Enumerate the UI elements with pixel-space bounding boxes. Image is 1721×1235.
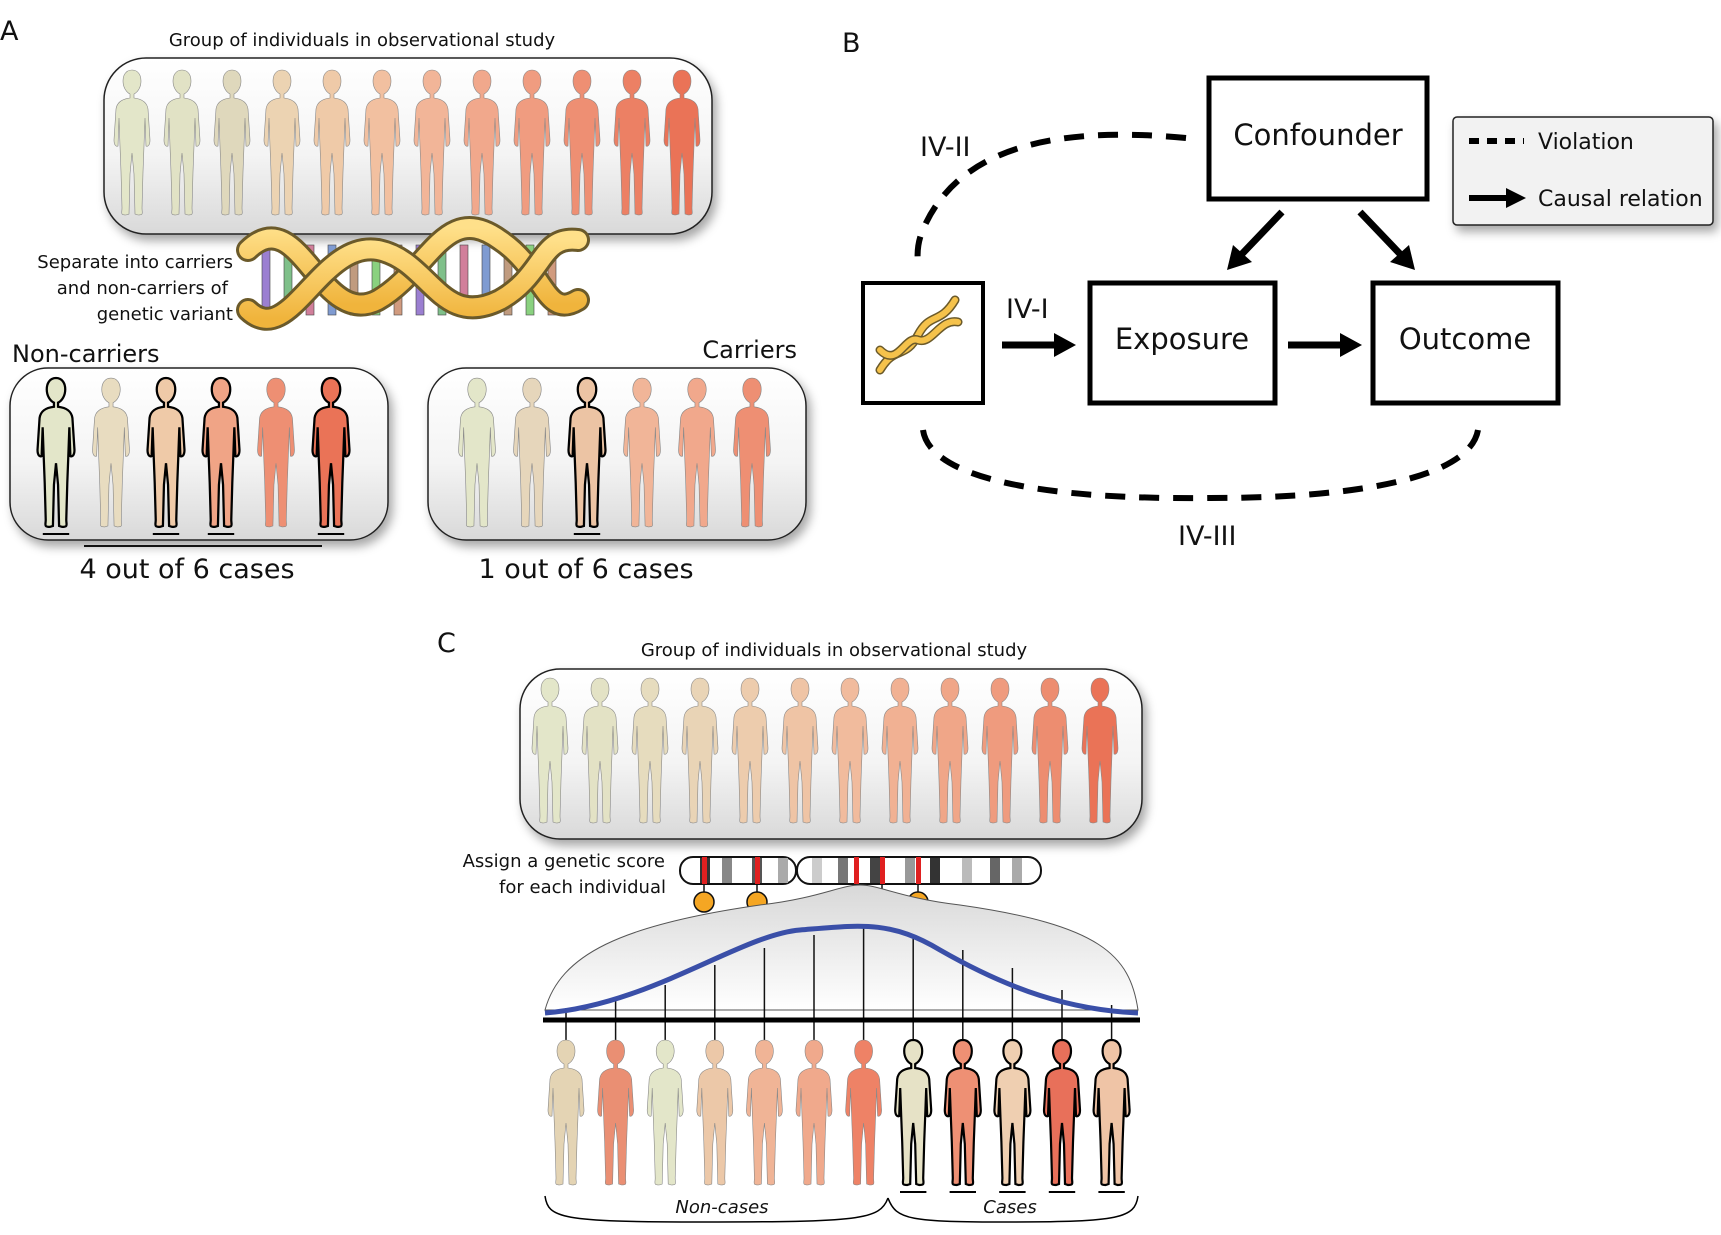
panel-a-group-capsule — [103, 57, 713, 235]
scored-person — [943, 1038, 983, 1187]
chromosome — [679, 856, 1042, 885]
chromosome-band — [870, 858, 880, 883]
panel-a-group-caption: Group of individuals in observational st… — [169, 30, 556, 51]
variant-mark — [916, 857, 921, 884]
score-distribution-curve — [544, 923, 1139, 1016]
assign-caption-line-2: for each individual — [499, 877, 666, 898]
variant-mark — [854, 857, 859, 884]
panel-b-letter: B — [842, 28, 861, 59]
variant-mark — [702, 857, 707, 884]
iv2-label: IV-II — [920, 132, 971, 163]
cases-bracket — [887, 1195, 1139, 1223]
legend-violation-label: Violation — [1538, 130, 1634, 155]
separate-caption-line-2: and non-carriers of — [57, 278, 229, 299]
noncases-bracket — [544, 1195, 889, 1223]
cases-label: Cases — [983, 1197, 1036, 1218]
noncarriers-result: 4 out of 6 cases — [79, 554, 294, 585]
chromosome-band — [778, 858, 788, 883]
noncarriers-label: Non-carriers — [12, 340, 160, 368]
scored-person — [893, 1038, 933, 1187]
arrow-instrument-exposure-head — [1054, 333, 1076, 357]
scored-person — [597, 1039, 635, 1186]
chromosome-band — [905, 858, 915, 883]
scored-person — [845, 1039, 883, 1186]
confounder-label: Confounder — [1233, 118, 1402, 152]
exposure-box — [1087, 280, 1278, 406]
violation-path-iv2 — [914, 131, 1187, 266]
chromosome-band — [812, 858, 822, 883]
scored-person — [1092, 1038, 1131, 1187]
scored-person — [696, 1039, 734, 1186]
dna-rung — [261, 244, 271, 316]
score-stems — [565, 925, 1113, 1045]
chromosome-band — [962, 858, 972, 883]
panel-c-letter: C — [437, 628, 456, 659]
scored-person — [993, 1038, 1032, 1187]
panel-c-group-caption: Group of individuals in observational st… — [641, 640, 1028, 661]
arrow-confounder-exposure-head — [1227, 245, 1252, 270]
scored-person — [745, 1039, 783, 1186]
panel-a-letter: A — [0, 16, 19, 47]
exposure-label: Exposure — [1115, 322, 1249, 356]
arrow-exposure-outcome-head — [1340, 333, 1362, 357]
outcome-label: Outcome — [1399, 322, 1531, 356]
carriers-label: Carriers — [702, 336, 797, 364]
arrow-confounder-exposure — [1237, 209, 1285, 259]
chromosome-band — [838, 858, 848, 883]
sorted-people — [547, 1038, 1131, 1193]
variant-allele-dot — [693, 891, 715, 913]
separate-caption-line-3: genetic variant — [97, 304, 233, 325]
scored-person — [646, 1039, 684, 1186]
noncarriers-people — [36, 376, 351, 535]
scored-person — [547, 1039, 585, 1186]
genetic-instrument-dna-icon — [875, 295, 963, 375]
dna-helix — [236, 216, 590, 331]
scored-person — [795, 1039, 833, 1186]
panel-a: A Group of individuals in observational … — [0, 16, 807, 585]
violation-path-iv3 — [920, 429, 1481, 502]
noncases-label: Non-cases — [675, 1197, 768, 1218]
chromosome-band — [990, 858, 1000, 883]
scored-person — [1042, 1038, 1082, 1187]
variant-mark — [880, 857, 885, 884]
chromosome-band — [930, 858, 940, 883]
confounder-box — [1206, 75, 1430, 202]
score-distribution-region — [544, 884, 1139, 1011]
separate-caption-line-1: Separate into carriers — [37, 252, 233, 273]
arrow-confounder-outcome — [1357, 209, 1405, 259]
chromosome-band — [722, 858, 732, 883]
chromosome-band — [1012, 858, 1022, 883]
carriers-result: 1 out of 6 cases — [478, 554, 693, 585]
legend-causal-label: Causal relation — [1538, 187, 1703, 212]
assign-caption-line-1: Assign a genetic score — [463, 851, 665, 872]
panel-b: B Confounder Exposure Outcome IV-I IV-II — [842, 28, 1714, 552]
iv1-label: IV-I — [1006, 294, 1049, 325]
variant-mark — [755, 857, 760, 884]
outcome-box — [1370, 280, 1561, 406]
legend-causal-arrowhead — [1506, 188, 1526, 208]
panel-c: C Group of individuals in observational … — [437, 628, 1143, 1223]
iv3-label: IV-III — [1178, 521, 1236, 552]
arrow-confounder-outcome-head — [1390, 245, 1415, 270]
carriers-people — [457, 376, 772, 535]
